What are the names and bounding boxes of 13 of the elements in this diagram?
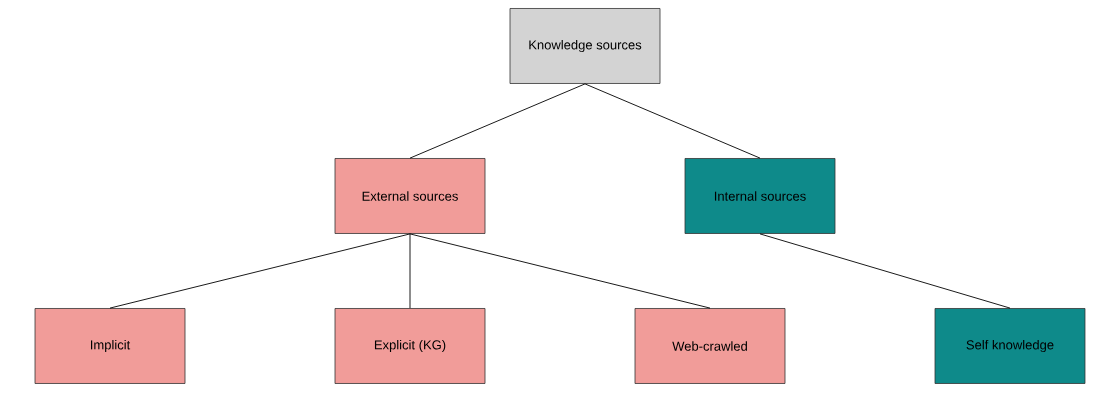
tree-box: External sources: [334, 158, 486, 234]
tree-box: Implicit: [34, 308, 186, 384]
connector-line: [584, 83, 761, 159]
tree-box: Knowledge sources: [509, 8, 661, 84]
tree-box: Internal sources: [684, 158, 836, 234]
connector-line: [409, 233, 411, 309]
connector-line: [759, 233, 1011, 309]
connector-line: [409, 233, 711, 309]
tree-box: Explicit (KG): [334, 308, 486, 384]
tree-box: Web-crawled: [634, 308, 786, 384]
connector-line: [109, 233, 411, 309]
connector-line: [409, 83, 586, 159]
tree-box: Self knowledge: [934, 308, 1086, 384]
